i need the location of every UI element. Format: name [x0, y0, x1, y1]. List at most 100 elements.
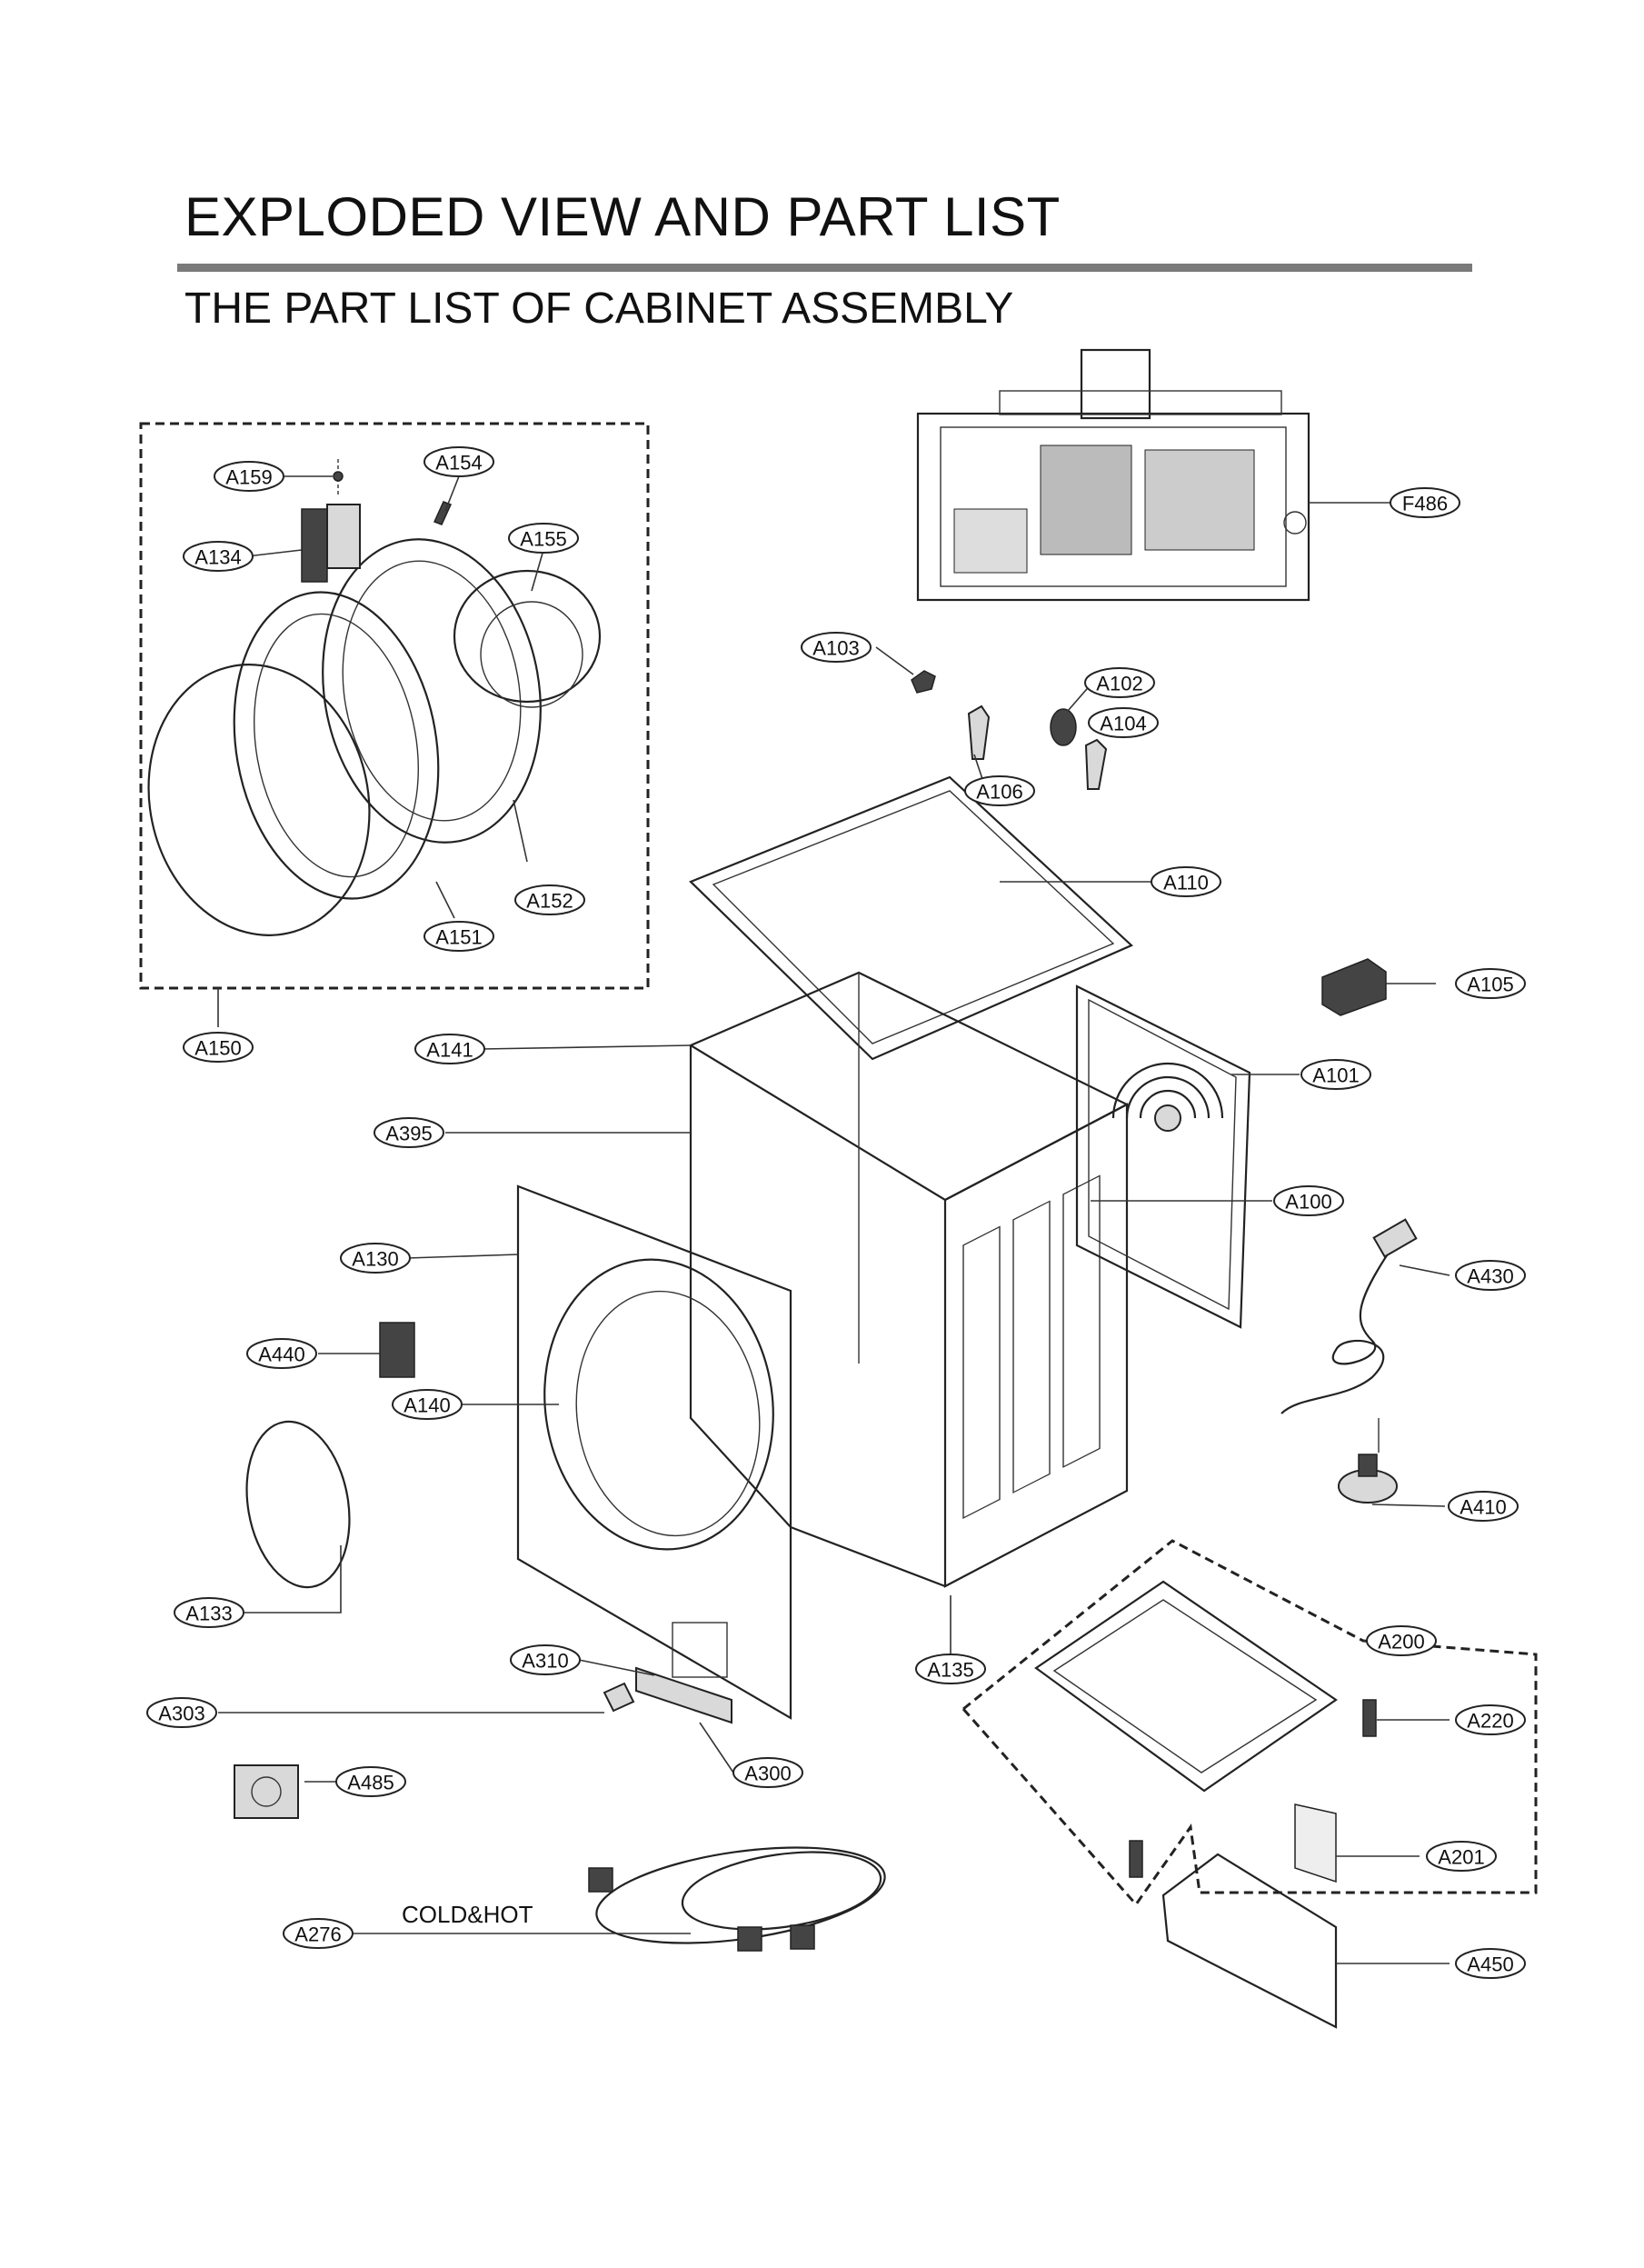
callout-a220: A220 — [1455, 1704, 1526, 1735]
callout-text: A154 — [435, 452, 482, 475]
part-a303 — [603, 1682, 635, 1713]
callout-text: A135 — [927, 1659, 973, 1682]
part-a450 — [1161, 1853, 1338, 2029]
callout-bubble — [146, 1697, 217, 1728]
callout-a134: A134 — [183, 541, 254, 572]
callout-bubble — [1390, 487, 1460, 518]
callout-bubble — [246, 1338, 317, 1369]
leader-lines — [217, 475, 1450, 1964]
callout-a430: A430 — [1455, 1260, 1526, 1291]
callout-a450: A450 — [1455, 1948, 1526, 1979]
callout-bubble — [1366, 1625, 1437, 1656]
callout-bubble — [1455, 1948, 1526, 1979]
callout-a300: A300 — [732, 1757, 803, 1788]
part-a105 — [1321, 958, 1387, 1016]
power-cord — [1280, 1218, 1418, 1414]
part-a133 — [245, 1420, 351, 1589]
callout-text: A430 — [1467, 1265, 1513, 1288]
callout-text: A134 — [194, 546, 241, 569]
callout-text: A133 — [185, 1603, 232, 1625]
callout-text: A152 — [526, 890, 573, 913]
callout-a276: A276 — [283, 1918, 354, 1949]
callout-a151: A151 — [423, 921, 494, 952]
callout-text: A201 — [1438, 1846, 1484, 1869]
callout-text: A130 — [352, 1248, 398, 1271]
callout-bubble — [335, 1766, 406, 1797]
callout-bubble — [340, 1243, 411, 1274]
callout-text: A395 — [385, 1123, 432, 1145]
callout-text: A303 — [158, 1703, 204, 1725]
front-panel — [516, 1184, 792, 1724]
callout-a201: A201 — [1426, 1841, 1497, 1872]
callout-a154: A154 — [423, 446, 494, 477]
callout-a133: A133 — [174, 1597, 244, 1628]
callout-a110: A110 — [1151, 866, 1221, 897]
callout-bubble — [1448, 1491, 1519, 1522]
callout-text: A159 — [225, 466, 272, 489]
callout-text: A276 — [294, 1923, 341, 1946]
door-assembly-group — [139, 422, 650, 990]
callout-bubble — [508, 523, 579, 554]
callout-bubble — [915, 1654, 986, 1684]
callout-text: F486 — [1402, 493, 1448, 515]
callout-bubble — [1300, 1059, 1371, 1090]
callout-text: A440 — [258, 1344, 304, 1366]
pressure-switch — [1338, 1418, 1398, 1504]
callout-bubble — [423, 446, 494, 477]
callout-bubble — [1455, 1260, 1526, 1291]
callout-bubble — [283, 1918, 354, 1949]
callout-a155: A155 — [508, 523, 579, 554]
callout-bubble — [174, 1597, 244, 1628]
callout-text: A110 — [1163, 872, 1209, 894]
callout-a106: A106 — [964, 775, 1035, 806]
callout-text: A485 — [347, 1772, 394, 1794]
callout-bubble — [392, 1389, 463, 1420]
callout-text: A410 — [1460, 1496, 1506, 1519]
callout-bubble — [1273, 1185, 1344, 1216]
callout-text: A155 — [520, 528, 566, 551]
callout-text: A310 — [522, 1650, 568, 1673]
callout-a135: A135 — [915, 1654, 986, 1684]
callout-bubble — [214, 461, 284, 492]
callout-bubble — [183, 541, 254, 572]
callout-f486: F486 — [1390, 487, 1460, 518]
callout-bubble — [1084, 667, 1155, 698]
callout-bubble — [183, 1032, 254, 1063]
callout-text: A103 — [812, 637, 859, 660]
callout-bubble — [514, 884, 585, 915]
page-subtitle: THE PART LIST OF CABINET ASSEMBLY — [184, 285, 1014, 333]
pcb-assembly — [916, 348, 1310, 602]
callout-bubble — [510, 1644, 581, 1675]
cabinet-body — [688, 971, 1130, 1588]
callout-a410: A410 — [1448, 1491, 1519, 1522]
callout-bubble — [1151, 866, 1221, 897]
callout-text: A101 — [1312, 1064, 1359, 1087]
callout-a485: A485 — [335, 1766, 406, 1797]
callout-bubble — [374, 1117, 444, 1148]
callout-text: A140 — [404, 1394, 450, 1417]
callout-bubble — [1426, 1841, 1497, 1872]
callout-text: A106 — [976, 781, 1022, 804]
callout-bubble — [423, 921, 494, 952]
callout-a440: A440 — [246, 1338, 317, 1369]
title-rule — [177, 264, 1472, 272]
valve-parts — [911, 670, 1108, 790]
callout-bubble — [801, 632, 872, 663]
callout-a200: A200 — [1366, 1625, 1437, 1656]
part-a440 — [379, 1322, 415, 1378]
callout-a152: A152 — [514, 884, 585, 915]
callout-text: A300 — [744, 1763, 791, 1785]
callout-text: A104 — [1100, 713, 1146, 735]
callout-a159: A159 — [214, 461, 284, 492]
callout-text: A150 — [194, 1037, 241, 1060]
callout-text: A141 — [426, 1039, 473, 1062]
callout-text: A220 — [1467, 1710, 1513, 1733]
back-cover — [1075, 984, 1251, 1329]
page-title: EXPLODED VIEW AND PART LIST — [184, 186, 1061, 247]
callout-text: A100 — [1285, 1191, 1331, 1214]
callout-bubble — [964, 775, 1035, 806]
base-group — [961, 1539, 1538, 1905]
callout-text: A450 — [1467, 1953, 1513, 1976]
callout-a303: A303 — [146, 1697, 217, 1728]
callout-a100: A100 — [1273, 1185, 1344, 1216]
